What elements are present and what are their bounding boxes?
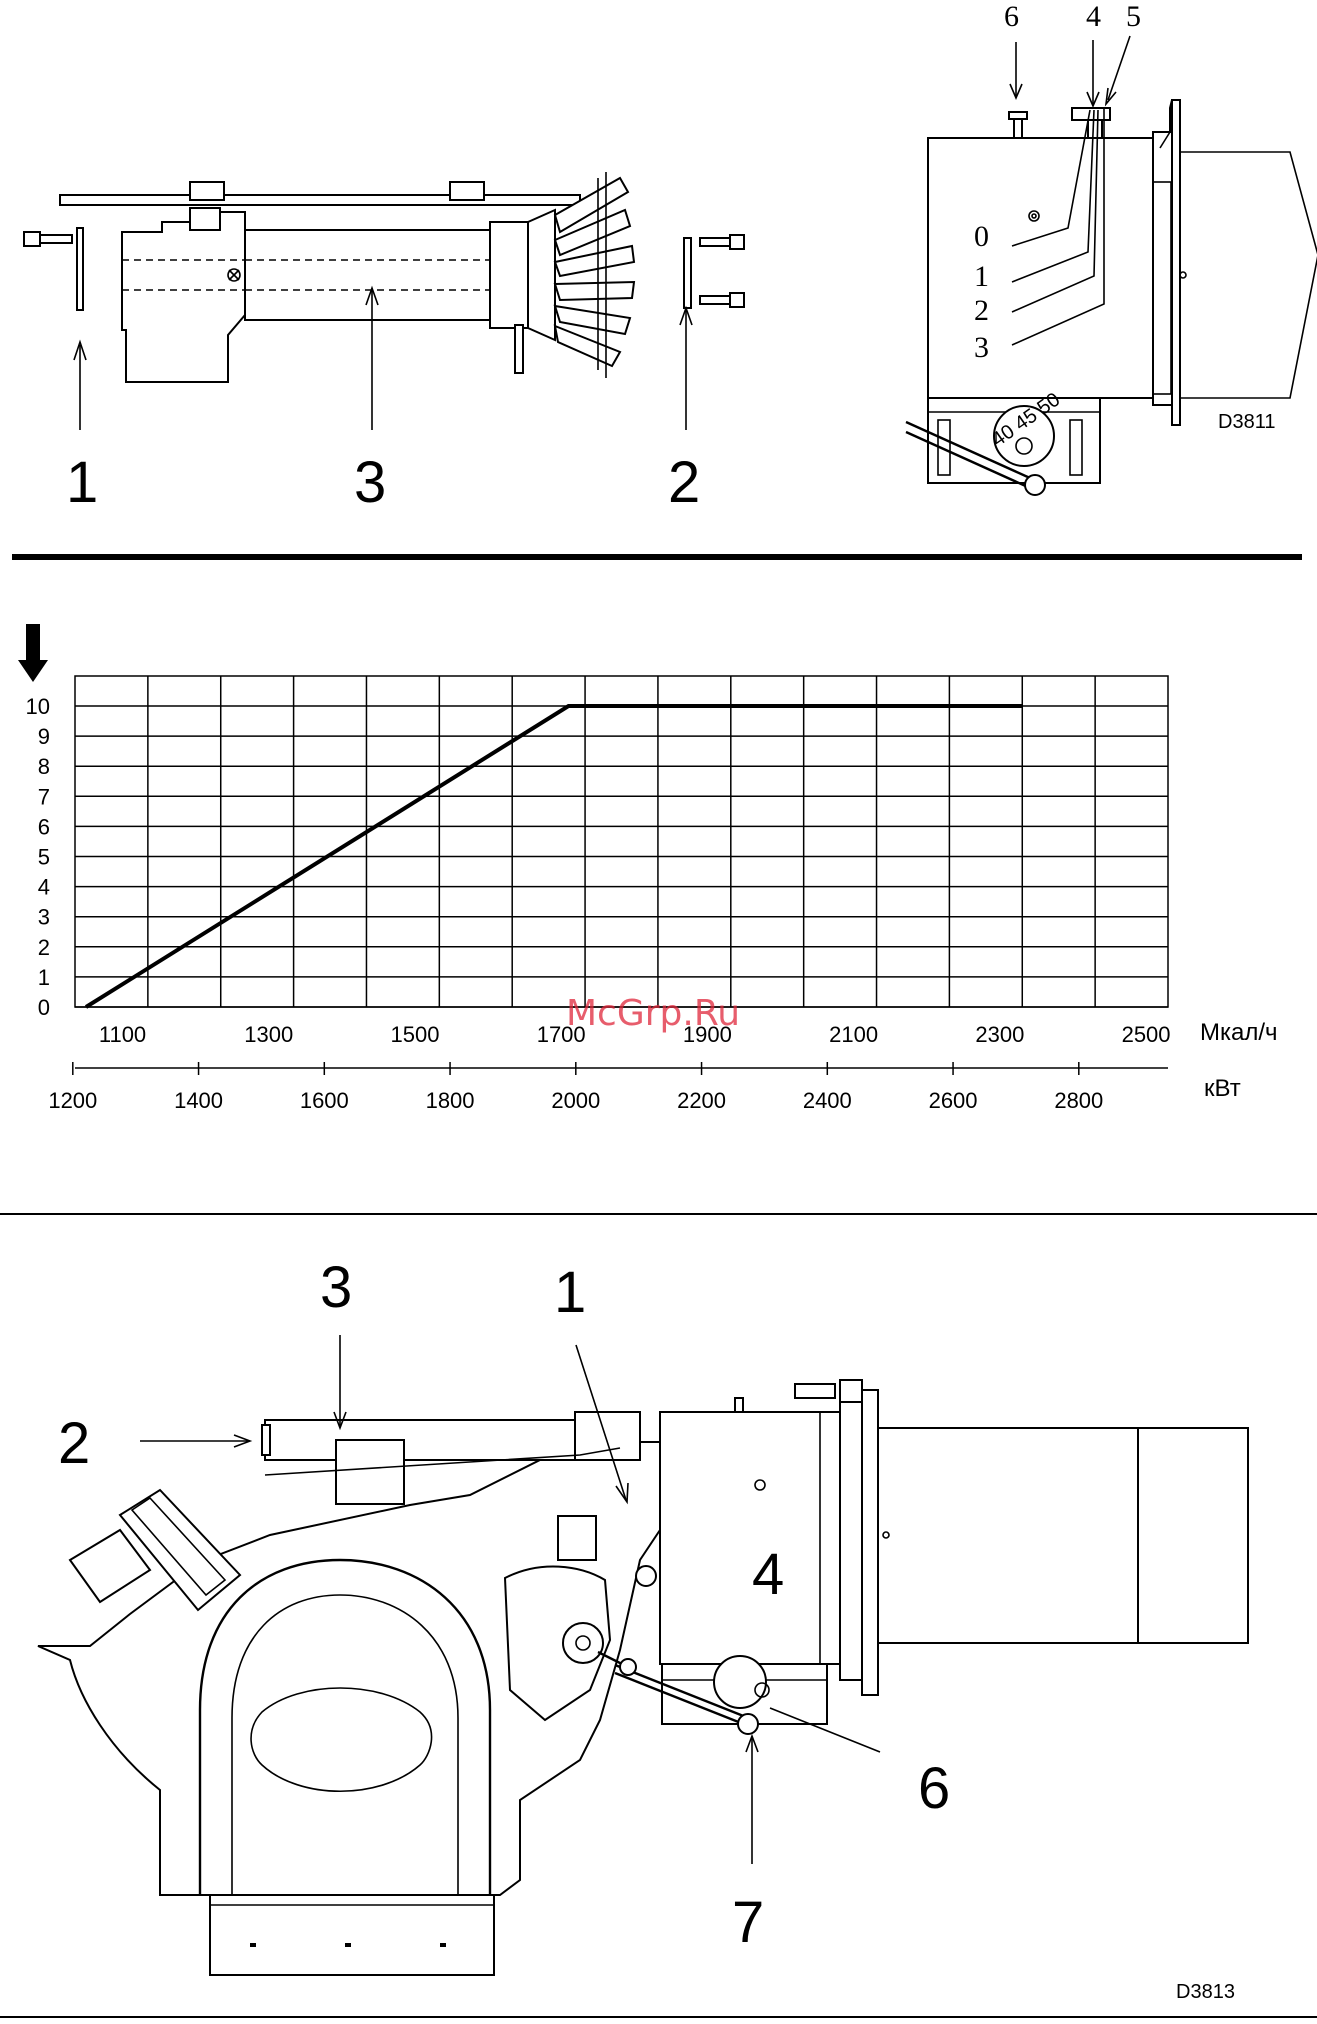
x-secondary-unit: кВт	[1204, 1075, 1241, 1102]
callout-6-bottom: 6	[918, 1756, 950, 1821]
callout-5-top: 5	[1126, 0, 1141, 33]
x-secondary-tick-label: 1800	[426, 1088, 475, 1113]
y-tick-label: 2	[38, 935, 50, 960]
callout-1-bottom: 1	[554, 1260, 586, 1325]
x-secondary-tick-label: 1400	[174, 1088, 223, 1113]
burner-side-view-drawing	[38, 1335, 1248, 1975]
callout-4-bottom: 4	[752, 1542, 784, 1607]
callout-3-bottom: 3	[320, 1255, 352, 1320]
callout-1: 1	[66, 450, 98, 515]
callout-6-top: 6	[1004, 0, 1019, 33]
y-tick-label: 10	[26, 694, 50, 719]
callout-3: 3	[354, 450, 386, 515]
watermark: McGrp.Ru	[566, 993, 740, 1034]
position-2: 2	[974, 294, 989, 327]
y-tick-label: 0	[38, 995, 50, 1020]
head-assembly-drawing	[24, 172, 744, 430]
y-tick-label: 8	[38, 754, 50, 779]
y-tick-label: 5	[38, 845, 50, 870]
callout-7-bottom: 7	[732, 1890, 764, 1955]
y-tick-label: 1	[38, 965, 50, 990]
y-tick-label: 3	[38, 905, 50, 930]
drawing-code-D3813: D3813	[1176, 1981, 1235, 2003]
x-primary-unit: Мкал/ч	[1200, 1019, 1278, 1046]
x-secondary-tick-label: 2400	[803, 1088, 852, 1113]
down-arrow-icon	[18, 624, 48, 682]
x-primary-tick-label: 1100	[99, 1022, 146, 1047]
x-primary-tick-label: 2300	[975, 1022, 1024, 1047]
x-primary-tick-label: 1500	[390, 1022, 439, 1047]
callout-2-bottom: 2	[58, 1411, 90, 1476]
callout-2: 2	[668, 450, 700, 515]
position-1: 1	[974, 260, 989, 293]
x-secondary-tick-label: 2200	[677, 1088, 726, 1113]
y-tick-label: 9	[38, 724, 50, 749]
y-tick-label: 4	[38, 875, 50, 900]
y-tick-label: 7	[38, 784, 50, 809]
plot-frame	[75, 676, 1168, 1007]
x-primary-tick-label: 2500	[1122, 1022, 1171, 1047]
position-3: 3	[974, 331, 989, 364]
y-tick-label: 6	[38, 814, 50, 839]
x-secondary-tick-label: 1600	[300, 1088, 349, 1113]
x-secondary-tick-label: 1200	[48, 1088, 97, 1113]
x-primary-tick-label: 2100	[829, 1022, 878, 1047]
drawing-code-D3811: D3811	[1218, 411, 1275, 433]
callout-4-top: 4	[1086, 0, 1101, 33]
chart-grid	[75, 676, 1168, 1007]
x-secondary-tick-label: 2000	[551, 1088, 600, 1113]
x-secondary-tick-label: 2600	[929, 1088, 978, 1113]
x-secondary-axis: 1200 1400 1600 1800 2000 2200 2400 2600 2800	[48, 1062, 1168, 1113]
y-tick-labels: 0 1 2 3 4 5 6 7 8 9 10	[26, 694, 50, 1020]
x-secondary-tick-label: 2800	[1054, 1088, 1103, 1113]
position-0: 0	[974, 220, 989, 253]
x-primary-tick-label: 1300	[244, 1022, 293, 1047]
